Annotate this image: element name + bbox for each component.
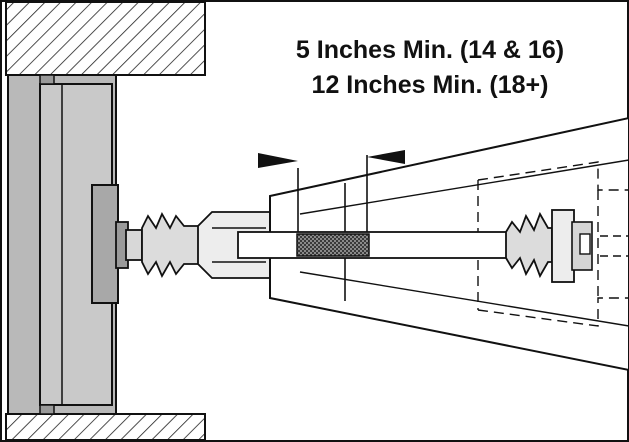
cv-joint-right-flange bbox=[551, 209, 575, 283]
tailstock-upper-line bbox=[299, 159, 629, 215]
cv-joint-right-nut bbox=[579, 233, 591, 255]
clearance-label-line-2: 12 Inches Min. (18+) bbox=[311, 71, 549, 99]
tailstock-lower-line bbox=[299, 271, 629, 327]
dim-arrow-left bbox=[258, 153, 298, 168]
wall-bottom-hatched bbox=[5, 413, 206, 441]
output-flange bbox=[91, 184, 119, 304]
cv-joint-right-boot bbox=[505, 211, 553, 279]
cv-joint-left-boot bbox=[141, 211, 201, 279]
slip-zone-marker bbox=[296, 233, 370, 257]
dim-arrow-right bbox=[367, 150, 405, 164]
driveshaft-tube bbox=[237, 231, 511, 259]
phantom-housing-lower bbox=[477, 297, 629, 327]
wall-top-hatched bbox=[5, 1, 206, 76]
housing-lip-bottom bbox=[39, 404, 55, 415]
cv-joint-left-cap bbox=[125, 229, 143, 261]
phantom-housing-upper bbox=[477, 161, 629, 191]
housing-lip-top bbox=[39, 74, 55, 85]
clearance-label: 5 Inches Min. (14 & 16) 12 Inches Min. (… bbox=[200, 33, 629, 103]
clearance-label-line-1: 5 Inches Min. (14 & 16) bbox=[295, 36, 565, 64]
